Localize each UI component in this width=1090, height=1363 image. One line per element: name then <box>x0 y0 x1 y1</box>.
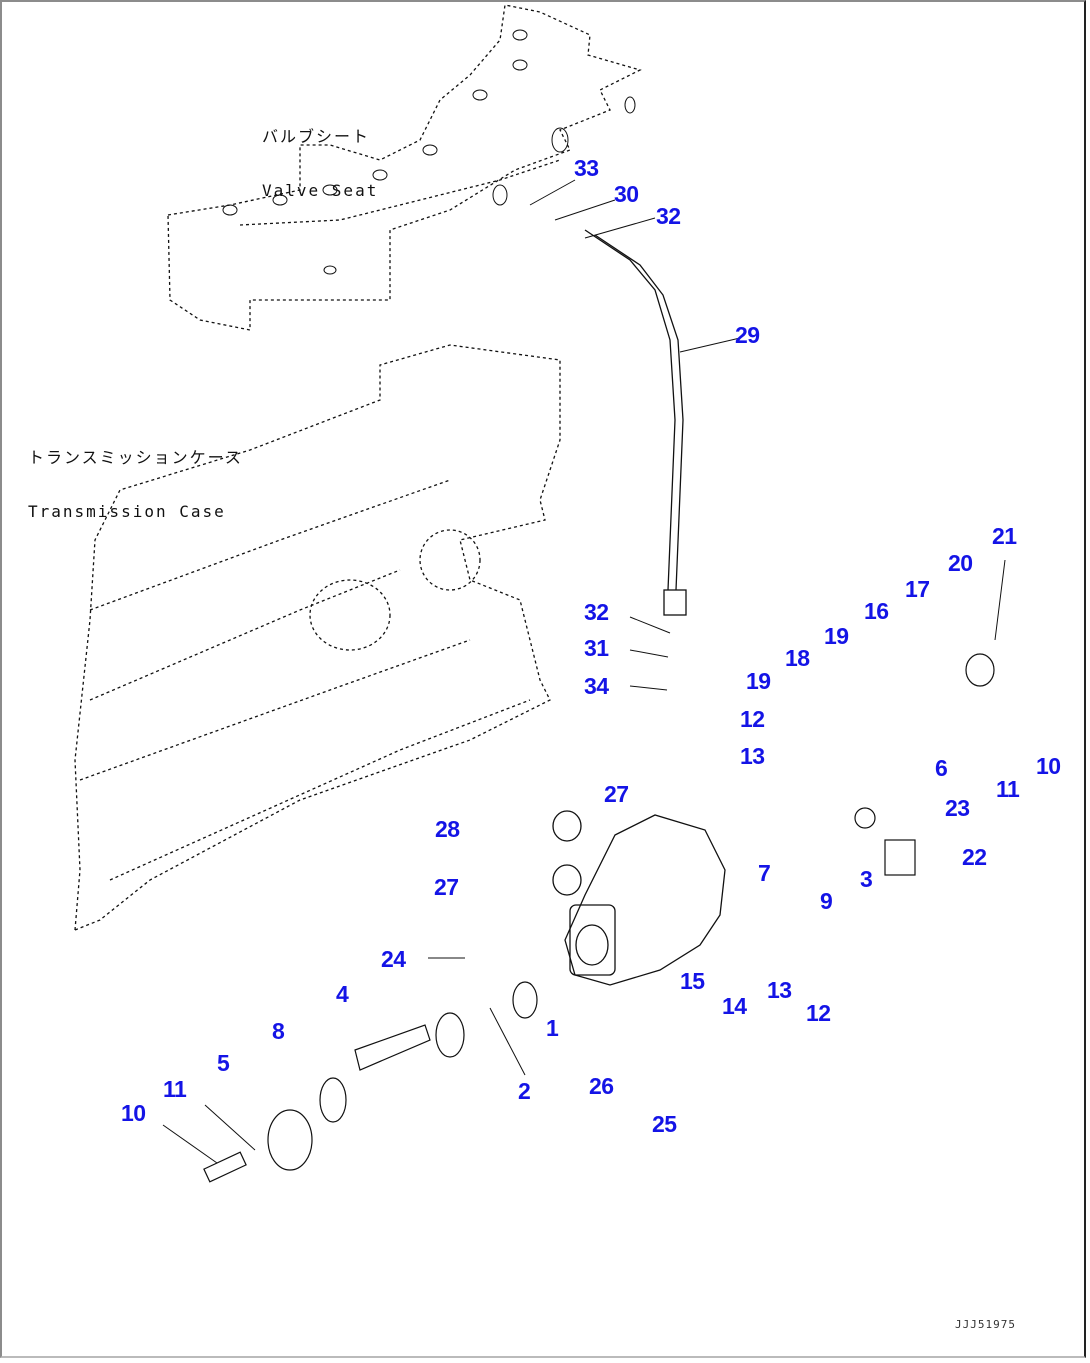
callout-11[interactable]: 11 <box>996 776 1020 802</box>
transmission-case-outline <box>74 344 561 931</box>
callout-15[interactable]: 15 <box>680 968 705 994</box>
callout-20[interactable]: 20 <box>948 550 973 576</box>
spool-spring-cover <box>203 653 995 1183</box>
valve-body <box>552 810 726 986</box>
callout-1[interactable]: 1 <box>546 1015 559 1041</box>
callout-9[interactable]: 9 <box>820 888 833 914</box>
pipe-assembly <box>584 229 687 616</box>
callout-14[interactable]: 14 <box>722 993 747 1019</box>
callout-7[interactable]: 7 <box>758 860 771 886</box>
callout-28[interactable]: 28 <box>435 816 460 842</box>
callout-32[interactable]: 32 <box>584 599 609 625</box>
valve-seat-caption: バルブシート Valve Seat <box>262 92 378 218</box>
callout-2[interactable]: 2 <box>518 1078 531 1104</box>
callout-19[interactable]: 19 <box>746 668 771 694</box>
callout-26[interactable]: 26 <box>589 1073 614 1099</box>
callout-30[interactable]: 30 <box>614 181 639 207</box>
callout-23[interactable]: 23 <box>945 795 970 821</box>
transmission-case-caption-en: Transmission Case <box>28 502 226 521</box>
callout-18[interactable]: 18 <box>785 645 810 671</box>
callout-5[interactable]: 5 <box>217 1050 230 1076</box>
callout-17[interactable]: 17 <box>905 576 930 602</box>
callout-22[interactable]: 22 <box>962 844 987 870</box>
leader-lines <box>162 179 1006 1164</box>
callout-32[interactable]: 32 <box>656 203 681 229</box>
callout-27[interactable]: 27 <box>434 874 459 900</box>
callout-4[interactable]: 4 <box>336 981 349 1007</box>
callout-10[interactable]: 10 <box>121 1100 146 1126</box>
transmission-case-caption: トランスミッションケース Transmission Case <box>28 413 243 539</box>
callout-34[interactable]: 34 <box>584 673 609 699</box>
valve-seat-outline <box>167 4 642 331</box>
callout-16[interactable]: 16 <box>864 598 889 624</box>
callout-33[interactable]: 33 <box>574 155 599 181</box>
callout-8[interactable]: 8 <box>272 1018 285 1044</box>
callout-6[interactable]: 6 <box>935 755 948 781</box>
callout-3[interactable]: 3 <box>860 866 873 892</box>
valve-seat-caption-en: Valve Seat <box>262 181 379 200</box>
valve-seat-caption-jp: バルブシート <box>262 127 371 146</box>
drawing-reference-code: JJJ51975 <box>955 1318 1016 1331</box>
callout-21[interactable]: 21 <box>992 523 1017 549</box>
valve-seat-holes <box>222 29 636 275</box>
callout-31[interactable]: 31 <box>584 635 609 661</box>
callout-29[interactable]: 29 <box>735 322 760 348</box>
callout-24[interactable]: 24 <box>381 946 406 972</box>
callout-11[interactable]: 11 <box>163 1076 187 1102</box>
callout-25[interactable]: 25 <box>652 1111 677 1137</box>
callout-13[interactable]: 13 <box>740 743 765 769</box>
callout-12[interactable]: 12 <box>806 1000 831 1026</box>
callout-12[interactable]: 12 <box>740 706 765 732</box>
callout-27[interactable]: 27 <box>604 781 629 807</box>
transmission-case-caption-jp: トランスミッションケース <box>28 448 243 467</box>
callout-19[interactable]: 19 <box>824 623 849 649</box>
callout-13[interactable]: 13 <box>767 977 792 1003</box>
callout-10[interactable]: 10 <box>1036 753 1061 779</box>
